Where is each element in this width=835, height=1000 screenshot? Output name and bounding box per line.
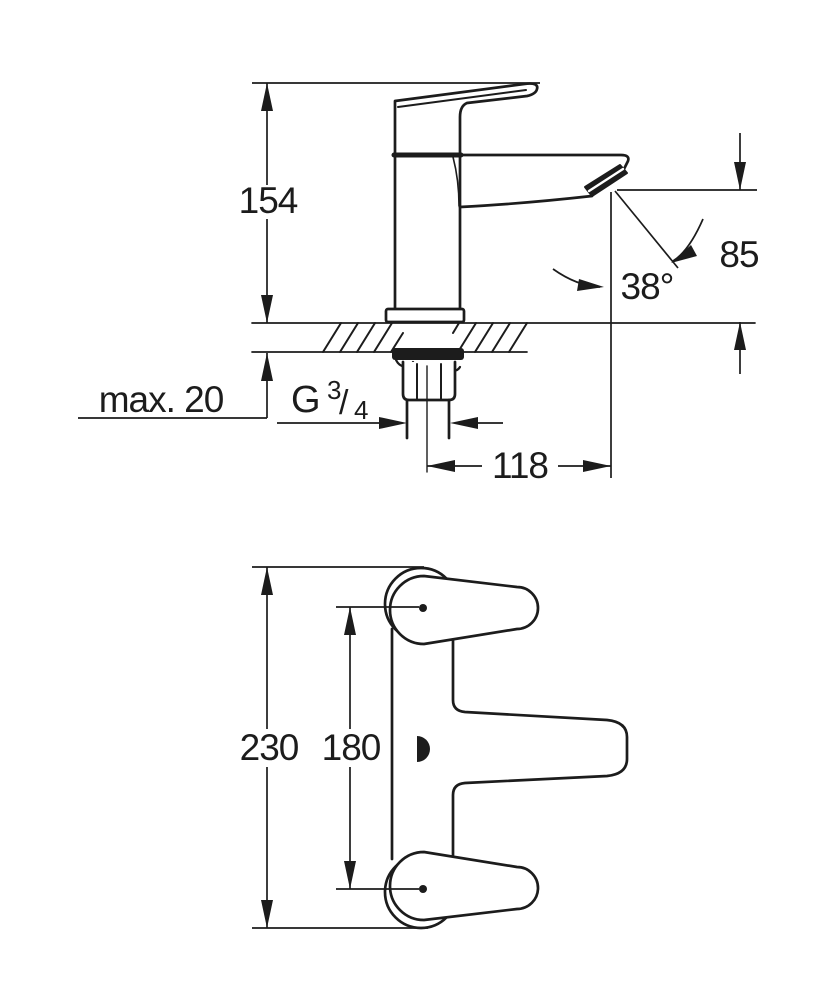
top-lever-handle <box>388 574 540 646</box>
bottom-handle-center-dot <box>419 885 427 893</box>
dim-height-label: 154 <box>239 180 298 221</box>
side-view-dimensions: 154 85 38° max. 20 118 G 3 / 4 <box>78 82 760 486</box>
spout-neck-curve <box>452 156 460 207</box>
base-plate <box>384 307 466 324</box>
rubber-washer <box>392 348 464 360</box>
dim-overall-height-label: 230 <box>240 727 299 768</box>
dim-handle-spacing-label: 180 <box>322 727 381 768</box>
thread-slash: / <box>339 384 349 422</box>
dim-deck-thickness-label: max. 20 <box>99 379 224 420</box>
top-handle-center-dot <box>419 604 427 612</box>
threaded-shank <box>405 398 451 440</box>
side-view-faucet <box>251 82 756 473</box>
dim-reach-label: 118 <box>492 445 548 486</box>
bottom-lever-handle <box>388 850 540 922</box>
mounting-nut <box>401 360 457 402</box>
spout-top-edge <box>458 153 630 173</box>
aerator-highlight <box>587 167 625 193</box>
dim-spout-height-label: 85 <box>719 234 759 275</box>
under-deck-fastening <box>392 348 464 473</box>
body-sides <box>393 153 462 311</box>
thread-denominator: 4 <box>354 395 368 425</box>
thread-size-label: G 3 / 4 <box>291 375 368 425</box>
thread-prefix: G <box>291 379 321 421</box>
deck-hatching <box>322 322 528 353</box>
aerator-front-mark <box>417 736 430 762</box>
dim-angle-label: 38° <box>621 266 674 307</box>
lever-handle-inner-line <box>397 89 527 108</box>
front-view-faucet <box>383 566 629 930</box>
spout-underside <box>458 194 594 209</box>
labels-top-view: 154 85 38° max. 20 118 G 3 / 4 <box>99 180 760 486</box>
mounting-deck <box>251 322 756 353</box>
flow-direction-line <box>614 190 679 269</box>
labels-front-view: 230 180 <box>237 727 383 768</box>
nut-facets <box>416 363 442 400</box>
front-view-dimensions: 230 180 <box>237 566 428 929</box>
body-right-edge-and-spout <box>451 635 629 857</box>
thread-numerator: 3 <box>327 375 341 405</box>
arrowheads-front-view <box>261 567 356 928</box>
arrowheads-top-view <box>261 83 746 472</box>
lever-handle-outline <box>393 82 539 157</box>
